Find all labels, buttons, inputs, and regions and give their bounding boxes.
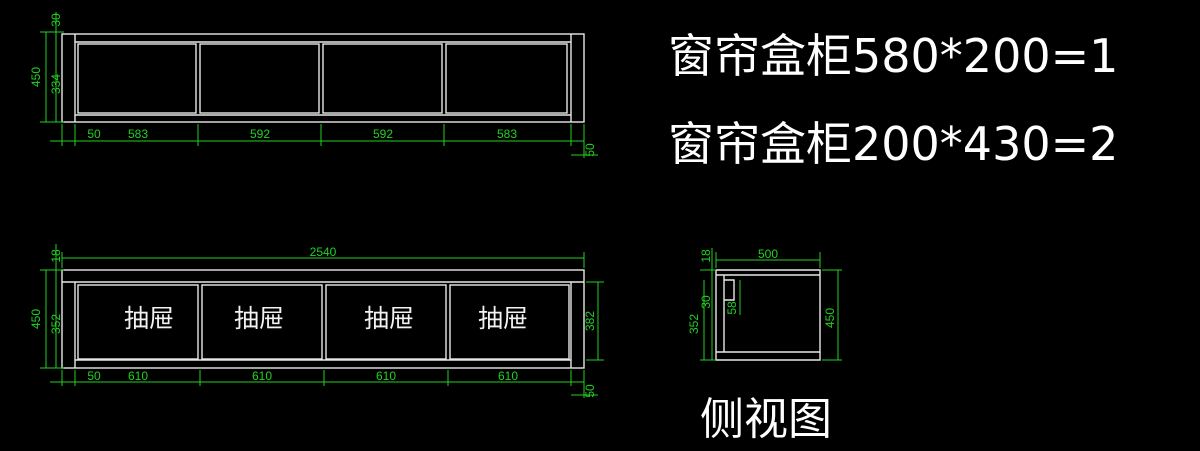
front-dim-352: 352 — [49, 314, 63, 334]
drawer-4 — [449, 284, 570, 360]
drawer-label-1: 抽屉 — [124, 304, 174, 333]
top-dim-end-50: 50 — [583, 143, 597, 157]
front-cabinet-view: 抽屉 抽屉 抽屉 抽屉 — [61, 269, 585, 369]
drawer-3 — [325, 284, 447, 360]
top-dim-450: 450 — [29, 67, 43, 87]
top-dim-583-b: 583 — [497, 127, 517, 141]
drawer-label-3: 抽屉 — [364, 304, 414, 333]
drawer-1 — [77, 284, 199, 360]
top-dim-592-a: 592 — [250, 127, 270, 141]
top-dim-30: 30 — [49, 13, 63, 27]
drawer-label-2: 抽屉 — [234, 304, 284, 333]
side-dim-30: 30 — [699, 295, 713, 309]
side-dim-352: 352 — [687, 314, 701, 334]
side-view-dimensions: 500 18 30 352 58 450 — [687, 247, 842, 361]
top-cabinet-outline — [61, 33, 585, 123]
top-view-dimensions: 450 30 334 50 583 592 592 583 50 — [29, 12, 598, 158]
top-panel-1 — [77, 43, 197, 114]
top-dim-592-b: 592 — [373, 127, 393, 141]
top-panel-3 — [322, 43, 443, 114]
front-dim-18: 18 — [49, 249, 63, 263]
front-dim-610-c: 610 — [376, 369, 396, 383]
front-dim-610-d: 610 — [498, 369, 518, 383]
drawer-label-4: 抽屉 — [478, 304, 528, 333]
top-panel-2 — [199, 43, 320, 114]
top-dim-334: 334 — [49, 74, 63, 94]
front-dim-382: 382 — [583, 311, 597, 331]
note-line-1: 窗帘盒柜580*200=1 — [668, 29, 1118, 83]
front-dim-end-50: 50 — [583, 384, 597, 398]
top-dim-583-a: 583 — [128, 127, 148, 141]
side-cabinet-view — [715, 269, 821, 361]
front-dim-610-a: 610 — [128, 369, 148, 383]
front-dim-610-b: 610 — [252, 369, 272, 383]
front-view-dimensions: 2540 18 450 352 382 50 610 610 610 610 5… — [29, 244, 604, 398]
front-dim-50: 50 — [87, 369, 101, 383]
top-dim-50: 50 — [87, 127, 101, 141]
front-cabinet-outline — [61, 269, 585, 369]
front-dim-2540: 2540 — [310, 245, 337, 259]
front-dim-450: 450 — [29, 309, 43, 329]
drawer-2 — [201, 284, 323, 360]
side-dim-500: 500 — [758, 247, 778, 261]
note-line-2: 窗帘盒柜200*430=2 — [668, 117, 1118, 171]
side-view-title: 侧视图 — [700, 394, 832, 445]
side-dim-450: 450 — [823, 308, 837, 328]
side-dim-58: 58 — [725, 301, 739, 315]
top-panel-4 — [445, 43, 568, 114]
side-dim-18: 18 — [699, 249, 713, 263]
top-cabinet-view — [61, 33, 585, 123]
